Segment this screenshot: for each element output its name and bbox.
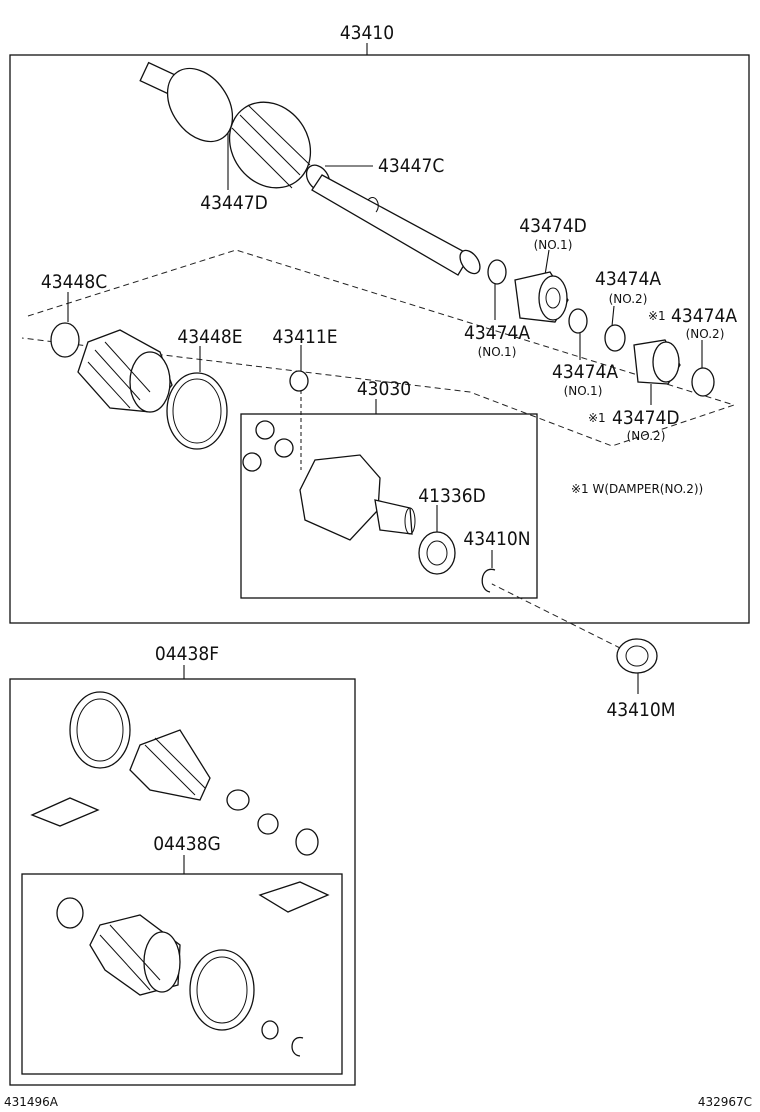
snap-ring-43411E <box>289 370 309 392</box>
sub-no1-c: (NO.1) <box>478 345 517 359</box>
mark-1-b: ※1 <box>588 411 606 425</box>
bearing-43410M <box>616 638 658 674</box>
label-43474A-no2-upper: 43474A <box>595 268 661 290</box>
sub-no2-b: (NO.2) <box>686 327 725 341</box>
clamp-43474A-no2-lower <box>691 367 715 397</box>
label-43474D-no1: 43474D <box>519 215 587 237</box>
label-43410N: 43410N <box>463 528 530 550</box>
label-43411E: 43411E <box>272 326 337 348</box>
label-43474A-no1-lower: 43474A <box>552 361 618 383</box>
label-43447D: 43447D <box>200 192 268 214</box>
assembly-43410-box <box>9 54 750 624</box>
label-43447C: 43447C <box>378 155 444 177</box>
assembly-43030-box <box>240 413 538 599</box>
label-04438G: 04438G <box>153 833 221 855</box>
label-43410: 43410 <box>340 22 394 44</box>
label-43410M: 43410M <box>606 699 675 721</box>
kit-04438F-box <box>9 678 356 1086</box>
label-41336D: 41336D <box>418 485 486 507</box>
note-w-damper: ※1 W(DAMPER(NO.2)) <box>571 482 703 496</box>
inner-boot <box>77 329 173 413</box>
damper-43474D-no2 <box>633 339 681 385</box>
band-43448E <box>166 372 228 450</box>
mark-1-a: ※1 <box>648 309 666 323</box>
inner-joint-43030 <box>242 420 416 541</box>
clamp-43474A-no1-lower <box>568 308 588 334</box>
label-43474A-no2-lower: 43474A <box>671 305 737 327</box>
label-43474D-no2: 43474D <box>612 407 680 429</box>
oil-seal-41336D <box>418 531 456 575</box>
inner-joint-dashed-region <box>21 249 736 447</box>
snap-ring-43410N <box>481 568 496 593</box>
leader-lines <box>67 43 703 874</box>
code-left: 431496A <box>4 1095 59 1109</box>
kit-04438G-box <box>21 873 343 1075</box>
clamp-43474A-no1-upper <box>487 259 507 285</box>
sub-no2-a: (NO.2) <box>609 292 648 306</box>
sub-no1-a: (NO.1) <box>534 238 573 252</box>
label-43448C: 43448C <box>41 271 107 293</box>
code-right: 432967C <box>698 1095 752 1109</box>
dashed-leader-43410M <box>489 582 621 649</box>
boot-kit-04438F-parts <box>30 691 319 856</box>
damper-43474D-no1 <box>514 271 569 323</box>
sub-no1-d: (NO.1) <box>564 384 603 398</box>
clamp-43474A-no2-upper <box>604 324 626 352</box>
label-04438F: 04438F <box>155 643 219 665</box>
label-43448E: 43448E <box>177 326 242 348</box>
boot-kit-04438G-parts <box>56 881 330 1057</box>
clamp-43448C <box>50 322 80 358</box>
label-43030: 43030 <box>357 378 411 400</box>
label-43474A-no1-upper: 43474A <box>464 322 530 344</box>
drive-shaft-outer-joint <box>139 61 481 276</box>
sub-no2-c: (NO.2) <box>627 429 666 443</box>
